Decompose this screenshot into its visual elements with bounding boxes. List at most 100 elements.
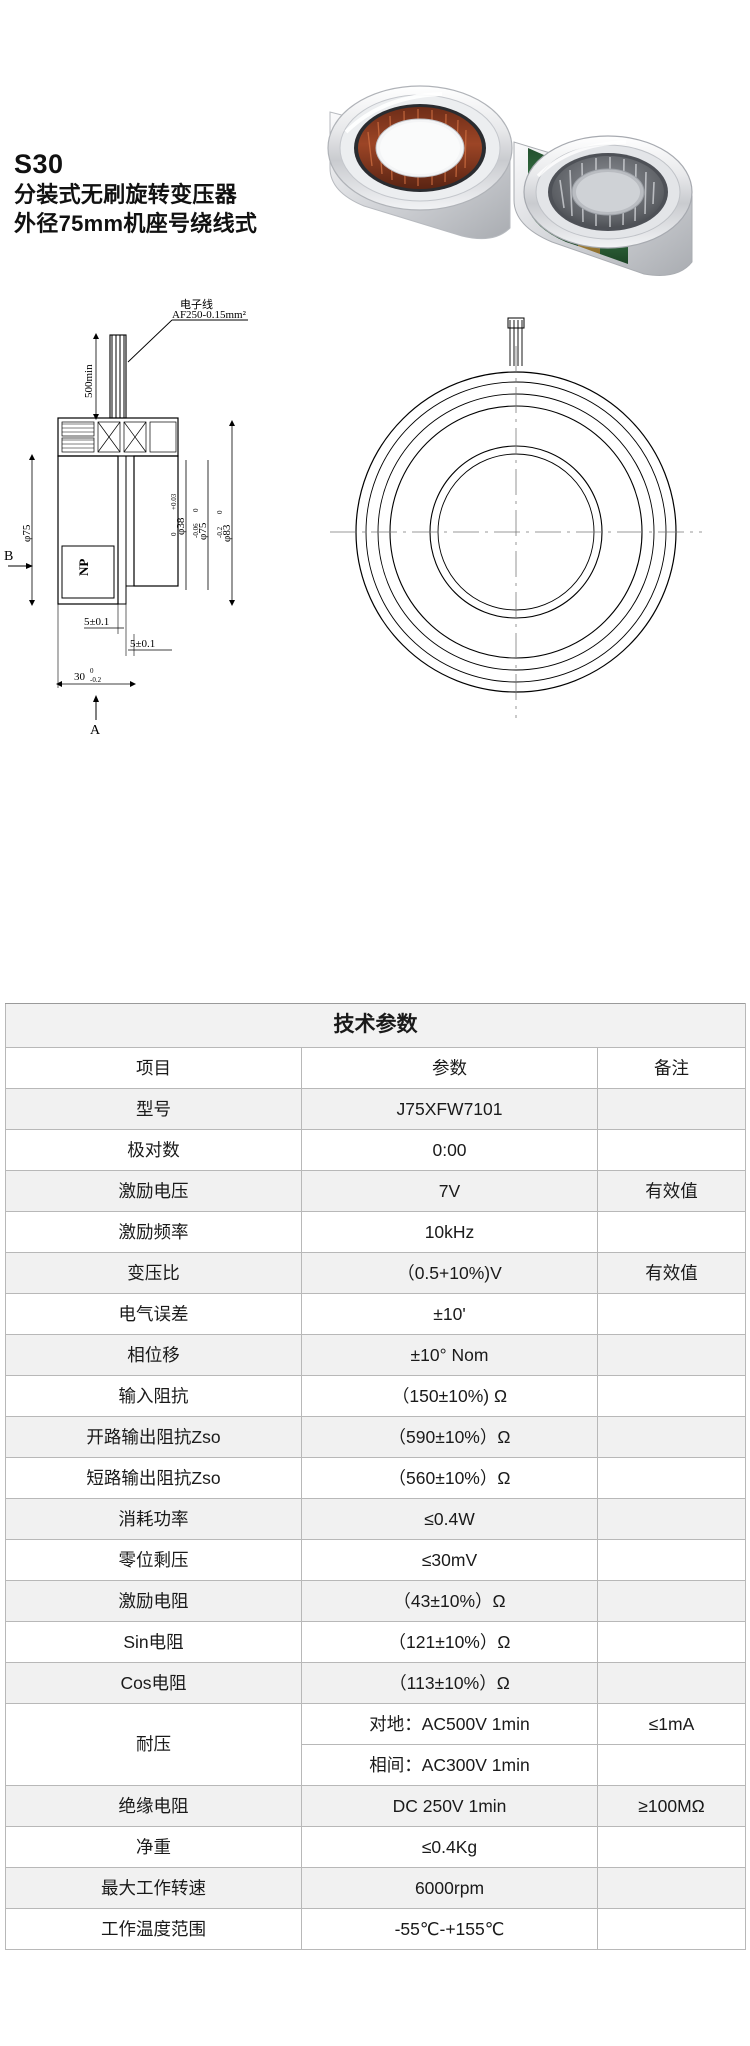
row-note [596, 1088, 747, 1130]
table-row: 消耗功率 ≤0.4W [5, 1498, 747, 1540]
section-mark-a: A [90, 723, 101, 738]
table-row: 工作温度范围 -55℃-+155℃ [5, 1908, 747, 1950]
dim-bore-tol-lower: 0 [170, 532, 178, 536]
dim-outer-label: φ75 [21, 524, 33, 542]
row-note: 有效值 [596, 1170, 747, 1212]
row-note [596, 1621, 747, 1663]
row-item: 短路输出阻抗Zso [5, 1457, 302, 1499]
row-value-withstand-phase: 相间：AC300V 1min [301, 1744, 598, 1786]
table-row: 激励频率 10kHz [5, 1211, 747, 1253]
row-item: 相位移 [5, 1334, 302, 1376]
spec-table-wrapper: 技术参数 项目 参数 备注 型号 J75XFW7101 极对数 0:00 激励电… [4, 1003, 747, 1950]
row-value: 0:00 [301, 1129, 598, 1171]
table-row: 激励电压 7V 有效值 [5, 1170, 747, 1212]
row-value: DC 250V 1min [301, 1785, 598, 1827]
row-value: （0.5+10%)V [301, 1252, 598, 1294]
table-header-row: 项目 参数 备注 [5, 1047, 747, 1089]
dim-total-len-tol-upper: 0 [90, 667, 94, 675]
table-row-withstand-2: 相间：AC300V 1min [6, 1744, 747, 1786]
table-row: 零位剩压 ≤30mV [5, 1539, 747, 1581]
row-value: ±10' [301, 1293, 598, 1335]
row-note [596, 1908, 747, 1950]
page-header: S30 分装式无刷旋转变压器 外径75mm机座号绕线式 [0, 0, 750, 290]
row-note [596, 1211, 747, 1253]
table-row: 极对数 0:00 [5, 1129, 747, 1171]
subtitle-line-2: 外径75mm机座号绕线式 [14, 211, 258, 236]
row-item: 绝缘电阻 [5, 1785, 302, 1827]
row-value: ≤30mV [301, 1539, 598, 1581]
dim-flange-tol-lower: -0.2 [216, 526, 224, 538]
row-note [596, 1498, 747, 1540]
row-item: 激励频率 [5, 1211, 302, 1253]
page-title: S30 [14, 149, 64, 179]
row-value: ≤0.4Kg [301, 1826, 598, 1868]
table-row: 电气误差 ±10' [5, 1293, 747, 1335]
dim-stator-label: φ75 [197, 522, 209, 540]
front-view-drawing [320, 300, 720, 735]
row-note: ≥100MΩ [596, 1785, 747, 1827]
table-row: 短路输出阻抗Zso （560±10%）Ω [5, 1457, 747, 1499]
row-item: 最大工作转速 [5, 1867, 302, 1909]
row-value: J75XFW7101 [301, 1088, 598, 1130]
dim-bore-label: φ38 [175, 517, 187, 535]
table-row: Cos电阻 （113±10%）Ω [5, 1662, 747, 1704]
wire-label-line2: AF250-0.15mm² [172, 309, 247, 321]
table-row-withstand-1: 耐压 对地：AC500V 1min ≤1mA [5, 1703, 747, 1786]
row-item: 净重 [5, 1826, 302, 1868]
product-photo [312, 40, 742, 290]
dim-flange-label: φ83 [221, 524, 233, 542]
row-item: 电气误差 [5, 1293, 302, 1335]
row-note [596, 1293, 747, 1335]
row-value: （43±10%）Ω [301, 1580, 598, 1622]
table-row: 相位移 ±10° Nom [5, 1334, 747, 1376]
row-value: （560±10%）Ω [301, 1457, 598, 1499]
technical-drawings: 电子线 AF250-0.15mm² 500min [0, 290, 750, 745]
dim-stator-tol-lower: -0.06 [192, 523, 200, 538]
row-item: 工作温度范围 [5, 1908, 302, 1950]
photo-rotor-part [513, 135, 693, 276]
wire-length-label: 500min [83, 364, 95, 398]
column-header-value: 参数 [301, 1047, 598, 1089]
section-mark-b: B [4, 549, 13, 564]
cross-section-drawing: 电子线 AF250-0.15mm² 500min [0, 290, 330, 745]
row-value: （121±10%）Ω [301, 1621, 598, 1663]
row-item-withstand: 耐压 [5, 1703, 302, 1786]
row-note [596, 1457, 747, 1499]
row-note-withstand: ≤1mA [596, 1703, 747, 1745]
row-note [596, 1539, 747, 1581]
row-item: Cos电阻 [5, 1662, 302, 1704]
table-row: 型号 J75XFW7101 [5, 1088, 747, 1130]
dim-bore-tol-upper: +0.03 [170, 493, 178, 510]
dim-flange-tol-upper: 0 [216, 510, 224, 514]
row-note [596, 1416, 747, 1458]
table-row: 净重 ≤0.4Kg [5, 1826, 747, 1868]
subtitle-line-1: 分装式无刷旋转变压器 [14, 182, 238, 207]
row-item: Sin电阻 [5, 1621, 302, 1663]
dim-stator-tol-upper: 0 [192, 508, 200, 512]
row-item: 极对数 [5, 1129, 302, 1171]
row-note [596, 1129, 747, 1171]
table-title: 技术参数 [4, 1003, 747, 1048]
table-row: 变压比 （0.5+10%)V 有效值 [5, 1252, 747, 1294]
table-row: 开路输出阻抗Zso （590±10%）Ω [5, 1416, 747, 1458]
row-value: 6000rpm [301, 1867, 598, 1909]
row-value: ≤0.4W [301, 1498, 598, 1540]
table-row: 输入阻抗 （150±10%) Ω [5, 1375, 747, 1417]
row-note [596, 1662, 747, 1704]
column-header-note: 备注 [596, 1047, 747, 1089]
row-item: 零位剩压 [5, 1539, 302, 1581]
row-item: 输入阻抗 [5, 1375, 302, 1417]
row-value: 7V [301, 1170, 598, 1212]
row-value: 10kHz [301, 1211, 598, 1253]
photo-stator-part [327, 85, 513, 240]
spec-table: 技术参数 项目 参数 备注 型号 J75XFW7101 极对数 0:00 激励电… [4, 1003, 747, 1950]
row-note: 有效值 [596, 1252, 747, 1294]
body-mark-label: NP [76, 559, 91, 576]
row-value: ±10° Nom [301, 1334, 598, 1376]
row-value: （113±10%）Ω [301, 1662, 598, 1704]
row-item: 激励电阻 [5, 1580, 302, 1622]
row-note [596, 1826, 747, 1868]
wire-label-line1: 电子线 [180, 297, 213, 311]
row-value: （150±10%) Ω [301, 1375, 598, 1417]
row-note [596, 1867, 747, 1909]
